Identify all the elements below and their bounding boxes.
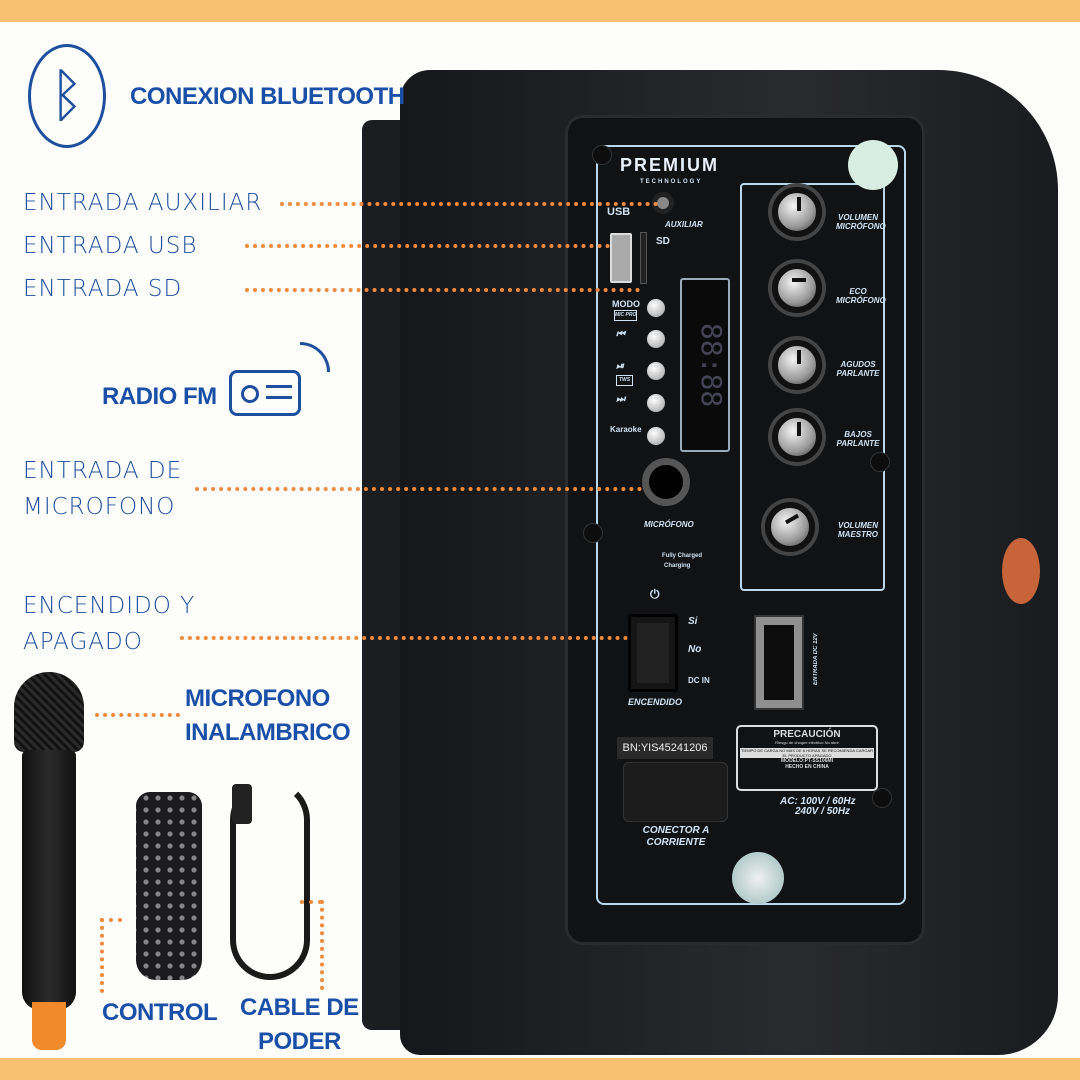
cable-label-2: PODER — [258, 1028, 341, 1055]
cable-pointer — [320, 900, 324, 990]
warranty-sticker — [848, 140, 898, 190]
ac-rating-1: AC: 100V / 60Hz — [780, 796, 856, 807]
knob-volumen-mic[interactable] — [772, 187, 822, 237]
conector-label: CONECTOR A CORRIENTE — [642, 825, 710, 848]
power-label-1: ENCENDIDO Y — [23, 593, 196, 619]
dc-12v-label: ENTRADA DC 12V — [813, 633, 819, 685]
knob-label: BAJOS PARLANTE — [836, 430, 880, 448]
bluetooth-label: CONEXION BLUETOOTH — [130, 83, 405, 110]
next-icon: ⏭ — [616, 394, 625, 405]
bluetooth-icon: ᛒ — [28, 44, 106, 148]
wireless-pointer — [95, 713, 180, 717]
caution-title: PRECAUCIÓN — [773, 729, 841, 740]
no-label: No — [688, 644, 702, 655]
remote-control-image — [136, 792, 202, 980]
screw — [592, 145, 612, 165]
knob-label: VOLUMEN MAESTRO — [838, 521, 878, 539]
prev-button[interactable] — [647, 330, 665, 348]
dc-in-label: DC IN — [688, 676, 710, 685]
power-switch[interactable] — [628, 614, 678, 692]
dc-terminal[interactable] — [754, 615, 804, 710]
aux-label: AUXILIAR — [665, 220, 703, 229]
radio-waves-icon — [300, 342, 330, 372]
caution-risk: Riesgo de choque eléctrico No abrir — [775, 740, 839, 745]
wireless-label-1: MICROFONO — [185, 685, 330, 712]
led-display: 88:88 — [680, 278, 730, 452]
knob-agudos[interactable] — [772, 340, 822, 390]
karaoke-label: Karaoke — [610, 425, 642, 434]
knob-volumen-maestro[interactable] — [765, 502, 815, 552]
wireless-mic-image — [12, 672, 86, 1052]
prev-icon: ⏮ — [616, 329, 625, 340]
caution-charge: TIEMPO DE CARGA NO MAS DE 6 HORAS SE REC… — [740, 748, 874, 758]
plug-image — [232, 784, 252, 824]
control-pointer-top — [100, 918, 122, 922]
usb-pointer — [245, 244, 610, 248]
power-label-2: APAGADO — [23, 629, 143, 655]
mic-pro-label: MIC PRO — [614, 310, 638, 321]
cable-label-1: CABLE DE — [240, 994, 359, 1021]
sd-label: SD — [656, 236, 670, 247]
orange-badge — [1002, 538, 1040, 604]
control-label: CONTROL — [102, 999, 218, 1026]
mic-pointer — [195, 487, 642, 491]
cable-pointer-top — [300, 900, 322, 904]
control-pointer — [100, 918, 104, 993]
made-in: HECHO EN CHINA — [785, 764, 829, 770]
knob-label: ECO MICRÓFONO — [836, 287, 886, 305]
model-label: MODELO:PT-SS106MI — [781, 758, 833, 764]
ac-rating-2: 240V / 50Hz — [795, 806, 851, 817]
brand-logo: PREMIUM — [620, 155, 719, 175]
mic-jack-label: MICRÓFONO — [644, 520, 694, 529]
hologram-sticker — [732, 852, 784, 904]
screw — [870, 452, 890, 472]
aux-feature-label: ENTRADA AUXILIAR — [23, 190, 263, 216]
knob-eco-mic[interactable] — [772, 263, 822, 313]
play-pause-icon: ⏯ — [616, 361, 624, 372]
wireless-label-2: INALAMBRICO — [185, 719, 351, 746]
screw — [872, 788, 892, 808]
serial-sticker: BN:YIS45241206 — [617, 737, 713, 759]
mic-jack[interactable] — [642, 458, 690, 506]
knob-frame — [740, 183, 885, 591]
mic-in-label-2: MICROFONO — [23, 494, 176, 520]
caution-box: PRECAUCIÓN Riesgo de choque eléctrico No… — [736, 725, 878, 791]
sd-slot[interactable] — [640, 232, 647, 284]
knob-label: VOLUMEN MICRÓFONO — [836, 213, 886, 231]
knob-label: AGUDOS PARLANTE — [836, 360, 880, 378]
si-label: Si — [688, 616, 698, 627]
bottom-border — [0, 1058, 1080, 1080]
ac-inlet[interactable] — [623, 762, 728, 822]
knob-bajos[interactable] — [772, 412, 822, 462]
sd-pointer — [245, 288, 640, 292]
aux-pointer — [280, 202, 658, 206]
screw — [583, 523, 603, 543]
mode-button[interactable] — [647, 299, 665, 317]
power-pointer — [180, 636, 628, 640]
usb-port[interactable] — [610, 233, 632, 283]
mic-in-label-1: ENTRADA DE — [23, 458, 183, 484]
fully-charged-label: Fully Charged — [662, 553, 703, 559]
usb-label: USB — [607, 206, 631, 218]
power-icon: ⏻ — [650, 587, 660, 601]
radio-label: RADIO FM — [102, 383, 217, 410]
power-cable-image — [230, 780, 310, 980]
top-border — [0, 0, 1080, 22]
karaoke-button[interactable] — [647, 427, 665, 445]
radio-icon — [229, 370, 301, 416]
tws-label: TWS — [616, 375, 634, 386]
sd-feature-label: ENTRADA SD — [23, 276, 183, 302]
play-button[interactable] — [647, 362, 665, 380]
brand-sub: TECHNOLOGY — [640, 179, 703, 185]
encendido-label: ENCENDIDO — [628, 697, 683, 707]
charging-label: Charging — [664, 563, 691, 569]
modo-label: MODO — [612, 299, 640, 309]
next-button[interactable] — [647, 394, 665, 412]
usb-feature-label: ENTRADA USB — [23, 233, 198, 259]
